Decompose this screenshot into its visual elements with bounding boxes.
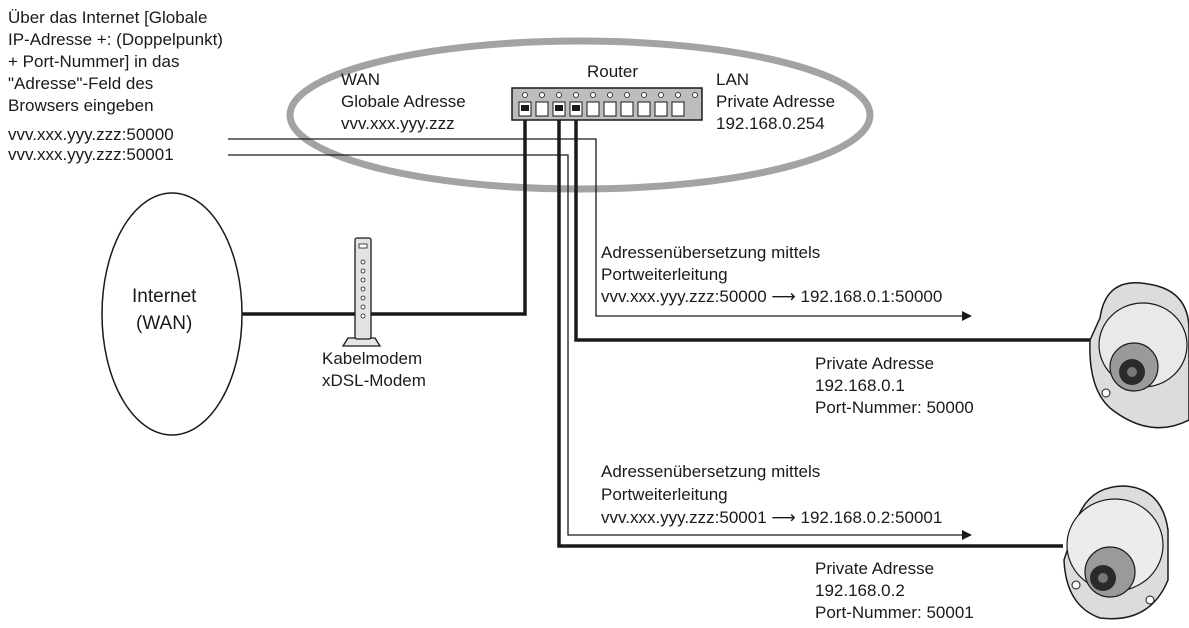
camera-2 [1063,485,1169,620]
forwarding-2-line-2: Portweiterleitung [601,485,728,504]
internet-modem-link [242,117,527,316]
camera-1-port: Port-Nummer: 50000 [815,398,974,417]
forwarding-1-arrow: ⟶ [771,287,796,307]
forwarding-path-2 [228,154,962,536]
camera-2-address: 192.168.0.2 [815,581,905,600]
lan-label: Private Adresse [716,92,836,111]
instruction-url-2: vvv.xxx.yyy.zzz:50001 [8,145,174,164]
lan-link-camera-2 [557,117,1063,548]
router-port-leds [522,92,698,98]
internet-sublabel: (WAN) [136,313,193,334]
forwarding-2-to: 192.168.0.2:50001 [800,508,943,527]
camera-1-address: 192.168.0.1 [815,376,905,395]
forwarding-1-mapping: vvv.xxx.yyy.zzz:50000 ⟶ 192.168.0.1:5000… [601,287,942,307]
router-device [511,87,703,121]
forwarding-2-from: vvv.xxx.yyy.zzz:50001 [601,508,767,527]
instruction-url-1: vvv.xxx.yyy.zzz:50000 [8,125,174,144]
forwarding-1-line-2: Portweiterleitung [601,265,728,284]
forwarding-1-line-1: Adressenübersetzung mittels [601,243,821,262]
forwarding-arrowhead-2 [962,530,972,540]
router-label: Router [587,62,639,81]
network-links [228,117,1090,548]
camera-2-label: Private Adresse [815,559,935,578]
forwarding-2-line-1: Adressenübersetzung mittels [601,462,821,481]
wan-title: WAN [341,70,381,89]
camera-1-label: Private Adresse [815,354,935,373]
camera-2-port: Port-Nummer: 50001 [815,603,974,622]
router-zone-ellipse [286,37,874,193]
instruction-line-4: "Adresse"-Feld des [8,74,154,93]
internet-label: Internet [132,286,197,307]
wan-address: vvv.xxx.yyy.zzz [341,114,455,133]
forwarding-2-arrow: ⟶ [771,508,796,528]
instruction-line-5: Browsers eingeben [8,96,154,115]
lan-title: LAN [716,70,750,89]
forwarding-1-from: vvv.xxx.yyy.zzz:50000 [601,287,767,306]
wan-label: Globale Adresse [341,92,466,111]
forwarding-arrowhead-1 [962,311,972,321]
instruction-line-3: + Port-Nummer] in das [8,52,180,71]
instruction-line-2: IP-Adresse +: (Doppelpunkt) [8,30,223,49]
modem-device [341,237,382,347]
lan-address: 192.168.0.254 [716,114,825,133]
modem-label-2: xDSL-Modem [322,371,426,390]
forwarding-1-to: 192.168.0.1:50000 [800,287,943,306]
modem-label-1: Kabelmodem [322,349,423,368]
forwarding-path-1 [228,138,962,317]
forwarding-2-mapping: vvv.xxx.yyy.zzz:50001 ⟶ 192.168.0.2:5000… [601,508,942,528]
instruction-line-1: Über das Internet [Globale [8,8,208,27]
camera-1 [1089,282,1189,429]
lan-link-camera-1 [574,117,1090,342]
